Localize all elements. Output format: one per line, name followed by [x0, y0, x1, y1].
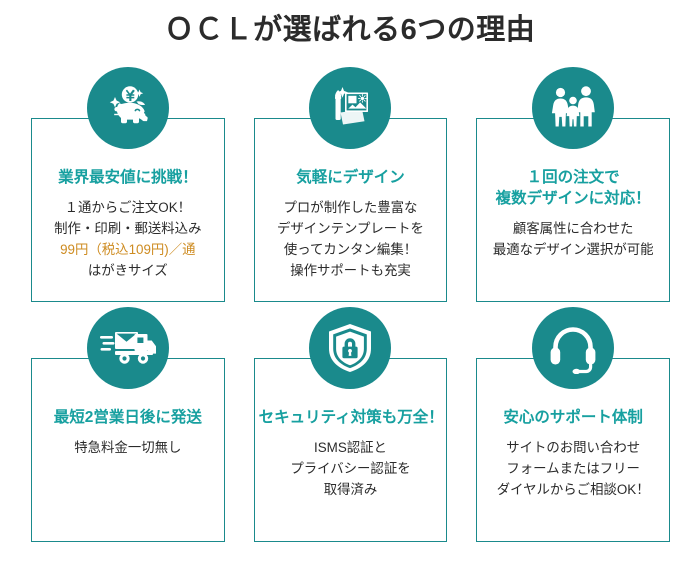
card-line-price: 99円（税込109円)／通 [60, 242, 196, 257]
card-lines-1: １通からご注文OK！ 制作・印刷・郵送料込み 99円（税込109円)／通 はがき… [36, 197, 220, 281]
reason-card-6: 安心のサポート体制 サイトのお問い合わせ フォームまたはフリー ダイヤルからご相… [476, 307, 670, 542]
card-line: 操作サポートも充実 [290, 263, 411, 278]
card-line: プロが制作した豊富な [283, 200, 418, 215]
card-lines-5: ISMS認証と プライバシー認証を 取得済み [259, 437, 443, 500]
card-heading-6: 安心のサポート体制 [481, 407, 665, 428]
card-text-5: セキュリティ対策も万全！ ISMS認証と プライバシー認証を 取得済み [255, 407, 447, 500]
card-line: サイトのお問い合わせ [506, 440, 641, 455]
reason-card-5: セキュリティ対策も万全！ ISMS認証と プライバシー認証を 取得済み [253, 307, 448, 542]
card-text-6: 安心のサポート体制 サイトのお問い合わせ フォームまたはフリー ダイヤルからご相… [477, 407, 669, 500]
card-text-3: １回の注文で 複数デザインに対応！ 顧客属性に合わせた 最適なデザイン選択が可能 [477, 167, 669, 260]
card-text-1: 業界最安値に挑戦！ １通からご注文OK！ 制作・印刷・郵送料込み 99円（税込1… [32, 167, 224, 281]
card-heading-line1: 最短2営業日後に発送 [53, 409, 202, 426]
card-line: 取得済み [323, 482, 378, 497]
card-line: ダイヤルからご相談OK！ [496, 482, 650, 497]
reason-card-2: 気軽にデザイン プロが制作した豊富な デザインテンプレートを 使ってカンタン編集… [253, 67, 448, 302]
card-text-2: 気軽にデザイン プロが制作した豊富な デザインテンプレートを 使ってカンタン編集… [255, 167, 447, 281]
card-heading-3: １回の注文で 複数デザインに対応！ [481, 167, 665, 209]
card-line: プライバシー認証を [290, 461, 411, 476]
card-lines-3: 顧客属性に合わせた 最適なデザイン選択が可能 [481, 218, 665, 260]
card-line: 制作・印刷・郵送料込み [54, 221, 202, 236]
page-title: ＯＣＬが選ばれる6つの理由 [164, 14, 536, 46]
card-heading-line1: １回の注文で [526, 169, 620, 186]
card-heading-5: セキュリティ対策も万全！ [258, 407, 444, 428]
card-heading-4: 最短2営業日後に発送 [36, 407, 220, 428]
card-heading-line1: 業界最安値に挑戦！ [58, 169, 198, 186]
card-line: 最適なデザイン選択が可能 [492, 242, 654, 257]
card-line: はがきサイズ [87, 263, 168, 278]
card-heading-2: 気軽にデザイン [259, 167, 443, 188]
card-line: 特急料金一切無し [74, 440, 182, 455]
card-lines-4: 特急料金一切無し [36, 437, 220, 458]
reason-card-4: 最短2営業日後に発送 特急料金一切無し [31, 307, 225, 542]
paintbrush-design-template-icon [309, 67, 392, 149]
reasons-grid: 業界最安値に挑戦！ １通からご注文OK！ 制作・印刷・郵送料込み 99円（税込1… [31, 67, 670, 542]
piggy-bank-yen-icon [86, 67, 169, 149]
card-line: フォームまたはフリー [506, 461, 640, 476]
card-line: １通からご注文OK！ [64, 200, 192, 215]
reason-card-1: 業界最安値に挑戦！ １通からご注文OK！ 制作・印刷・郵送料込み 99円（税込1… [31, 67, 225, 302]
card-line: デザインテンプレートを [277, 221, 424, 236]
card-text-4: 最短2営業日後に発送 特急料金一切無し [32, 407, 224, 458]
headset-support-icon [532, 307, 615, 389]
card-line: ISMS認証と [314, 440, 387, 455]
card-line: 使ってカンタン編集！ [283, 242, 418, 257]
shield-lock-icon [309, 307, 392, 389]
family-three-people-icon [532, 67, 615, 149]
card-lines-6: サイトのお問い合わせ フォームまたはフリー ダイヤルからご相談OK！ [481, 437, 665, 500]
card-lines-2: プロが制作した豊富な デザインテンプレートを 使ってカンタン編集！ 操作サポート… [259, 197, 443, 281]
card-heading-line1: 安心のサポート体制 [503, 409, 643, 426]
card-heading-line2: 複数デザインに対応！ [495, 190, 651, 207]
delivery-truck-mail-icon [86, 307, 169, 389]
card-heading-line1: セキュリティ対策も万全！ [258, 409, 444, 426]
reason-card-3: １回の注文で 複数デザインに対応！ 顧客属性に合わせた 最適なデザイン選択が可能 [476, 67, 670, 302]
card-line: 顧客属性に合わせた [512, 221, 634, 236]
card-heading-line1: 気軽にデザイン [296, 169, 405, 186]
card-heading-1: 業界最安値に挑戦！ [36, 167, 220, 188]
